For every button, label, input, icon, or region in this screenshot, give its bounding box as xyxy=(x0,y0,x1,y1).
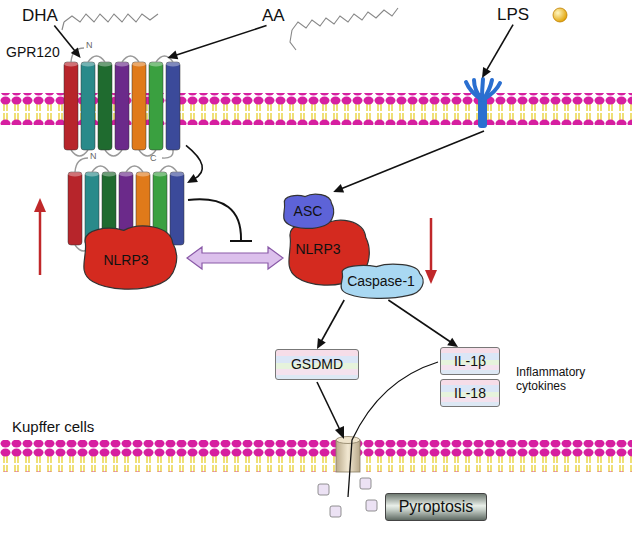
node-text: NLRP3 xyxy=(103,252,148,268)
outcome-box: Pyroptosis xyxy=(385,493,487,521)
dha-molecule xyxy=(62,14,158,30)
connector xyxy=(333,25,513,193)
terminus-label: C xyxy=(150,153,157,163)
node-text: GSDMD xyxy=(291,356,343,372)
gsdmd-pore xyxy=(336,437,360,473)
bottom-membrane xyxy=(0,440,632,472)
up-regulation-arrow xyxy=(34,198,46,275)
connector xyxy=(186,145,202,182)
complex-node: NLRP3 xyxy=(65,168,187,292)
released-cytokines xyxy=(318,478,377,517)
fatty-acid-label: DHA xyxy=(22,6,58,26)
terminus-label: N xyxy=(86,40,93,50)
aa-molecule xyxy=(290,8,398,50)
connector xyxy=(167,26,266,60)
node-text: ASC xyxy=(294,203,323,219)
connector xyxy=(388,300,458,347)
node-text: Caspase-1 xyxy=(347,273,415,289)
node-text: GPR120 xyxy=(6,44,60,60)
tlr4-receptor xyxy=(466,79,500,128)
connector xyxy=(317,300,344,349)
release-arrow xyxy=(317,382,344,439)
node-text: IL-18 xyxy=(454,385,486,401)
node-text: NLRP3 xyxy=(295,241,340,257)
asc-blob: ASC xyxy=(280,192,336,230)
inhibition-bar xyxy=(188,199,252,241)
cytokine-box: IL-18 xyxy=(440,379,500,407)
node-text: AA xyxy=(262,6,285,26)
node-text: IL-1β xyxy=(454,353,486,369)
cytokine-box: IL-1β xyxy=(440,347,500,375)
fatty-acid-label: AA xyxy=(262,6,285,26)
ligand-label: LPS xyxy=(497,5,529,25)
terminus-label: N xyxy=(90,151,97,161)
connector xyxy=(187,247,283,269)
cell-label: Kupffer cells xyxy=(12,418,94,435)
gpr120-receptor xyxy=(64,48,180,158)
down-regulation-arrow xyxy=(425,218,437,284)
caspase-blob: Caspase-1 xyxy=(335,262,427,300)
node-text: Pyroptosis xyxy=(399,498,474,516)
protein-box: GSDMD xyxy=(275,349,359,380)
node-text: DHA xyxy=(22,6,58,26)
lps-molecule xyxy=(553,8,567,22)
node-text: LPS xyxy=(497,5,529,25)
receptor-node: GPR120 xyxy=(62,58,186,150)
group-label: Inflammatory cytokines xyxy=(516,366,600,394)
cytokine-release-line xyxy=(348,362,438,497)
